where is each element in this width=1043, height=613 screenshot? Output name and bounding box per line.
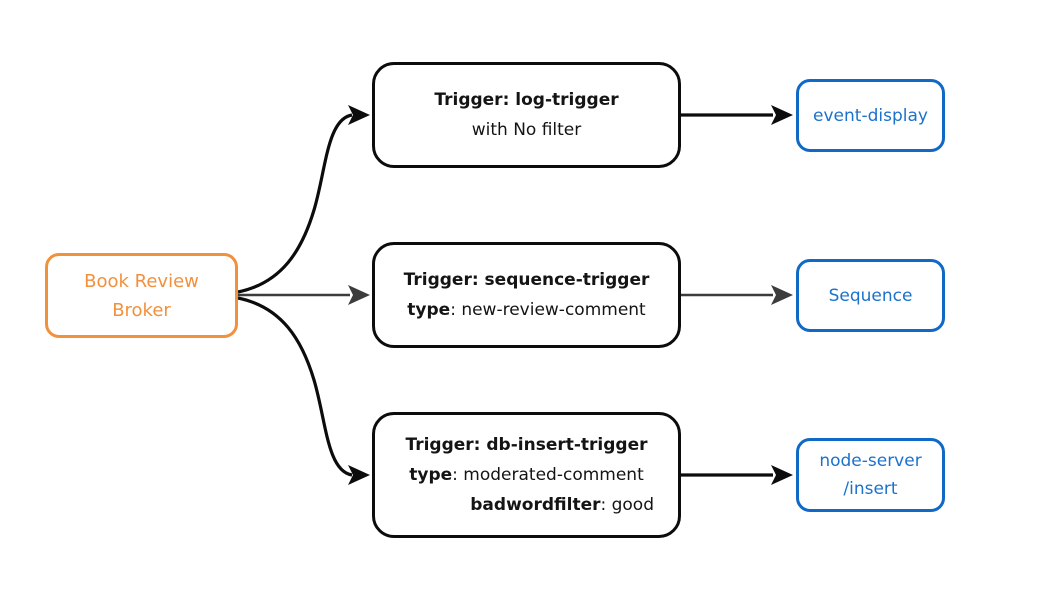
trigger-node-sequence-trigger: Trigger: sequence-trigger type: new-revi…	[372, 242, 681, 348]
trigger-attr: badwordfilter: good	[399, 490, 654, 520]
trigger-title: Trigger: db-insert-trigger	[399, 430, 654, 460]
trigger-node-db-insert-trigger: Trigger: db-insert-trigger type: moderat…	[372, 412, 681, 538]
trigger-node-log-trigger: Trigger: log-trigger with No filter	[372, 62, 681, 168]
arrowhead-node-server	[771, 465, 793, 485]
arrowhead-event-display	[771, 105, 793, 125]
trigger-attr-value: : good	[600, 495, 654, 515]
sink-label: Sequence	[828, 285, 913, 306]
trigger-attr-value: : new-review-comment	[450, 300, 646, 320]
arrowhead-sequence-trigger	[348, 285, 370, 305]
arrowhead-log-trigger	[348, 105, 370, 125]
trigger-attr: type: moderated-comment	[399, 460, 654, 490]
trigger-attr: type: new-review-comment	[399, 295, 654, 325]
broker-label-line1: Book Review	[84, 270, 199, 292]
arrowhead-sequence	[771, 285, 793, 305]
trigger-title: Trigger: sequence-trigger	[399, 265, 654, 295]
sink-node-event-display: event-display	[796, 79, 945, 152]
trigger-attr-key: type	[407, 300, 451, 320]
broker-node: Book Review Broker	[45, 253, 238, 338]
trigger-title-text: Trigger: log-trigger	[434, 90, 619, 110]
arrowhead-db-insert-trigger	[348, 465, 370, 485]
trigger-filter-note: with No filter	[471, 120, 582, 140]
trigger-attr-key: type	[409, 465, 453, 485]
trigger-title: Trigger: log-trigger	[399, 85, 654, 115]
sink-node-sequence: Sequence	[796, 259, 945, 332]
trigger-title-text: Trigger: sequence-trigger	[403, 270, 650, 290]
sink-label-line1: node-server	[819, 451, 922, 471]
trigger-attr-value: : moderated-comment	[452, 465, 644, 485]
trigger-attr-key: badwordfilter	[470, 495, 601, 515]
sink-label-line2: /insert	[843, 479, 898, 499]
sink-node-node-server-insert: node-server /insert	[796, 438, 945, 512]
sink-label: event-display	[813, 105, 928, 126]
edge-broker-to-db-insert-trigger	[237, 296, 353, 477]
broker-label-line2: Broker	[112, 299, 171, 321]
edge-broker-to-log-trigger	[237, 113, 353, 294]
trigger-title-text: Trigger: db-insert-trigger	[405, 435, 648, 455]
